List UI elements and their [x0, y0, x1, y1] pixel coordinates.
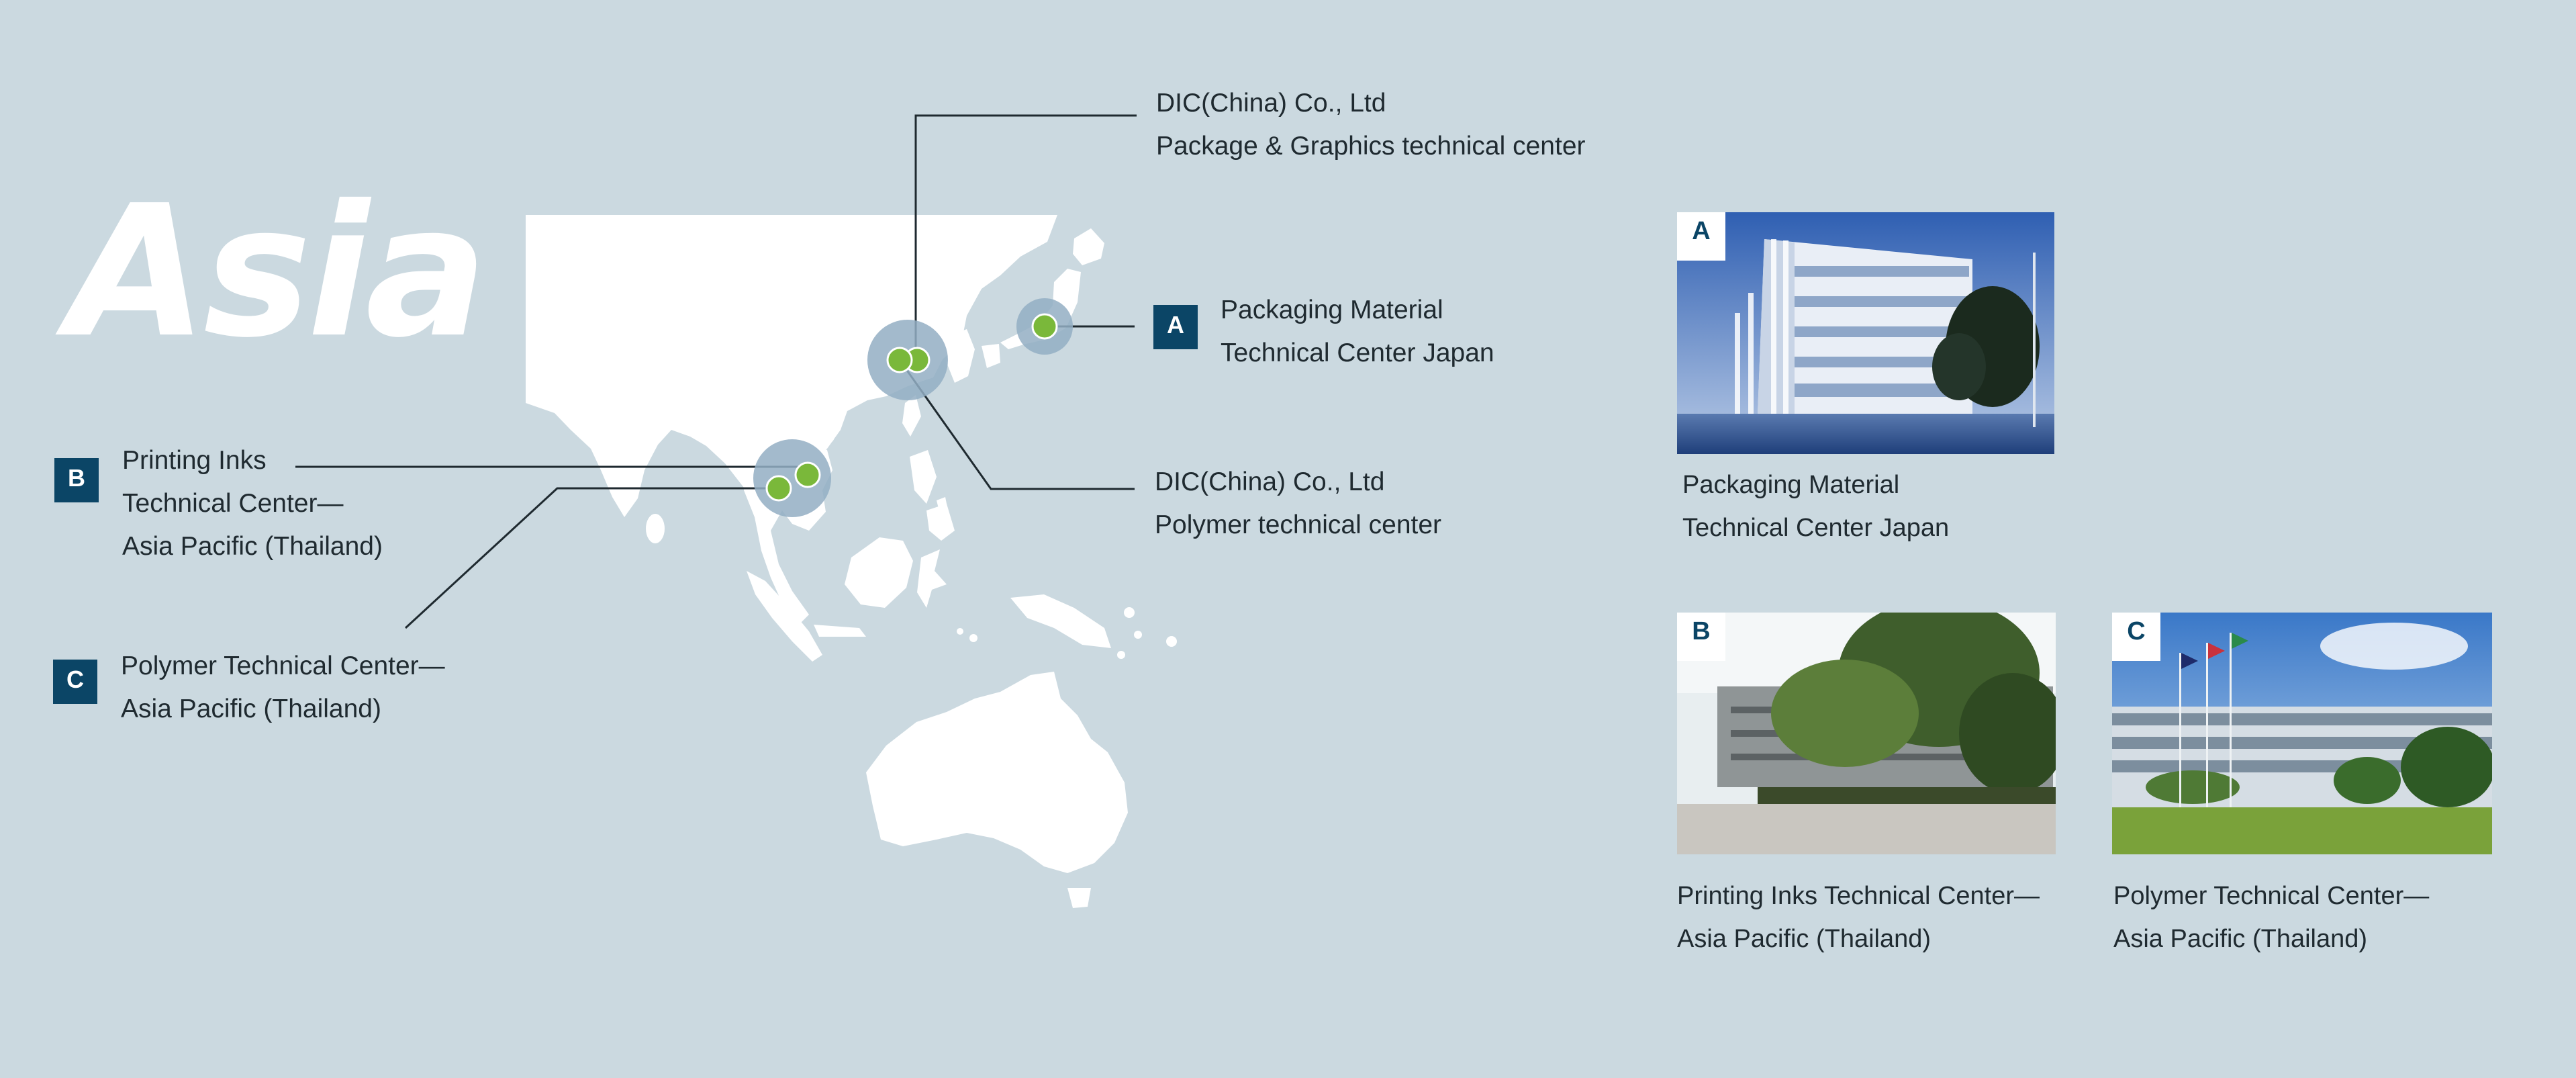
label-line: Polymer technical center: [1155, 510, 1442, 539]
caption-photo-b: Printing Inks Technical Center— Asia Pac…: [1677, 874, 2040, 960]
sumatra-land: [747, 571, 822, 662]
packaging-japan-label: Packaging Material Technical Center Japa…: [1221, 289, 1494, 375]
borneo-land: [845, 537, 913, 608]
label-line: Asia Pacific (Thailand): [121, 694, 381, 723]
island-land: [1134, 631, 1142, 639]
photo-printing-inks-thailand: B: [1677, 613, 2056, 854]
label-line: Printing Inks: [122, 446, 267, 475]
label-line: Asia Pacific (Thailand): [122, 532, 383, 561]
location-badge-c: C: [53, 660, 97, 704]
location-badge-b: B: [54, 458, 99, 502]
photo-polymer-thailand: C: [2112, 613, 2492, 854]
region-title: Asia: [67, 166, 487, 377]
label-line: Technical Center—: [122, 489, 344, 518]
label-line: Polymer Technical Center—: [121, 652, 445, 680]
luzon-land: [910, 450, 937, 504]
photo-packaging-japan: A: [1677, 212, 2054, 454]
caption-photo-a: Packaging Material Technical Center Japa…: [1682, 463, 1949, 549]
photo-letter-c: C: [2112, 613, 2160, 661]
label-line: Technical Center Japan: [1221, 339, 1494, 367]
dic-china-polymer-label: DIC(China) Co., Ltd Polymer technical ce…: [1155, 461, 1441, 547]
visayas-land: [937, 497, 948, 514]
sri-lanka-land: [646, 514, 665, 543]
caption-line: Asia Pacific (Thailand): [1677, 925, 1931, 953]
island-land: [957, 628, 963, 635]
label-line: Packaging Material: [1221, 296, 1443, 324]
leader-lines: [295, 114, 1137, 629]
thailand-printing-inks-marker: [794, 461, 821, 488]
polymer-thailand-label: Polymer Technical Center— Asia Pacific (…: [121, 645, 445, 731]
dic-china-package-label: DIC(China) Co., Ltd Package & Graphics t…: [1156, 82, 1586, 168]
caption-line: Technical Center Japan: [1682, 514, 1950, 542]
label-line: DIC(China) Co., Ltd: [1156, 89, 1386, 118]
caption-line: Packaging Material: [1682, 471, 1900, 499]
caption-line: Polymer Technical Center—: [2113, 882, 2430, 910]
thailand-polymer-marker: [765, 475, 792, 502]
photo-letter-b: B: [1677, 613, 1725, 661]
island-land: [1124, 607, 1135, 618]
location-markers: [765, 313, 1058, 502]
label-line: DIC(China) Co., Ltd: [1155, 467, 1385, 496]
leader-line-package-center: [914, 114, 1137, 360]
leader-line-polymer-thailand: [404, 487, 779, 629]
photo-letter-a: A: [1677, 212, 1725, 261]
location-badge-a: A: [1153, 305, 1198, 349]
island-land: [1166, 636, 1177, 647]
building-photo-c: [2112, 613, 2492, 854]
label-line: Package & Graphics technical center: [1156, 132, 1586, 161]
printing-inks-thailand-label: Printing Inks Technical Center— Asia Pac…: [122, 439, 383, 568]
china-polymer-marker: [886, 347, 913, 373]
sulawesi-land: [917, 549, 947, 608]
island-land: [1117, 651, 1125, 659]
caption-line: Asia Pacific (Thailand): [2113, 925, 2368, 953]
asia-mainland-land: [526, 215, 1057, 517]
landmass: [526, 215, 1177, 908]
building-photo-a: [1677, 212, 2054, 454]
tasmania-land: [1067, 888, 1091, 908]
leader-line-polymer-china: [898, 359, 1135, 490]
japan-marker: [1031, 313, 1058, 340]
java-land: [814, 625, 866, 637]
hokkaido-land: [1073, 228, 1104, 265]
new-guinea-land: [1010, 594, 1111, 648]
australia-land: [866, 672, 1128, 873]
caption-photo-c: Polymer Technical Center— Asia Pacific (…: [2113, 874, 2429, 960]
caption-line: Printing Inks Technical Center—: [1677, 882, 2040, 910]
mindanao-land: [926, 504, 955, 541]
taiwan-land: [902, 395, 921, 437]
hainan-land: [810, 428, 834, 445]
korea-land: [947, 329, 975, 383]
building-photo-b: [1677, 613, 2056, 854]
island-land: [969, 634, 977, 642]
kyushu-land: [982, 344, 1000, 368]
